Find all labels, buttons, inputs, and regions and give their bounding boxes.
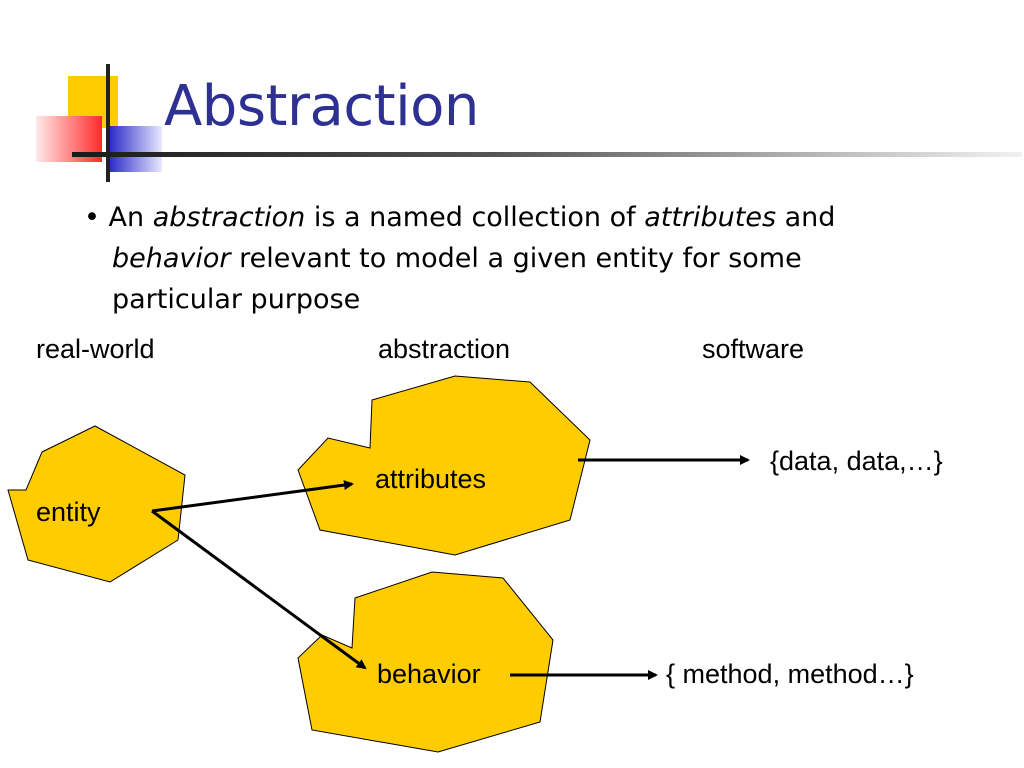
bullet-line-2: behavior relevant to model a given entit… [84, 238, 954, 279]
column-label-software: software [702, 334, 805, 364]
arrow-entity-to-attributes [151, 480, 354, 513]
column-label-abstraction: abstraction [378, 334, 511, 364]
bullet-marker: • [84, 202, 100, 233]
data-set-label: {data, data,…} [770, 446, 943, 476]
behavior-blob [297, 571, 554, 753]
logo-blue-square [110, 126, 162, 172]
slide-logo [36, 64, 162, 182]
title-divider [72, 152, 1022, 157]
bullet-line-3: particular purpose [112, 284, 361, 315]
bullet-line-1: • An abstraction is a named collection o… [84, 197, 954, 238]
entity-blob [7, 425, 186, 583]
behavior-label: behavior [377, 659, 481, 689]
page-title: Abstraction [164, 74, 479, 139]
column-label-real-world: real-world [36, 334, 155, 364]
method-set-label: { method, method…} [666, 659, 914, 689]
term-abstraction: abstraction [152, 202, 306, 233]
bullet-point: • An abstraction is a named collection o… [84, 197, 954, 320]
logo-vertical-line [106, 64, 110, 182]
bullet-text-and: and [784, 202, 836, 233]
entity-label: entity [36, 497, 101, 527]
arrow-entity-to-behavior [151, 509, 367, 670]
attributes-blob [297, 375, 591, 556]
term-attributes: attributes [644, 202, 777, 233]
term-behavior: behavior [112, 243, 231, 274]
bullet-text-an: An [108, 202, 145, 233]
bullet-text-mid: is a named collection of [313, 202, 636, 233]
bullet-text-relevant: relevant to model a given entity for som… [239, 243, 802, 274]
attributes-label: attributes [375, 464, 487, 494]
